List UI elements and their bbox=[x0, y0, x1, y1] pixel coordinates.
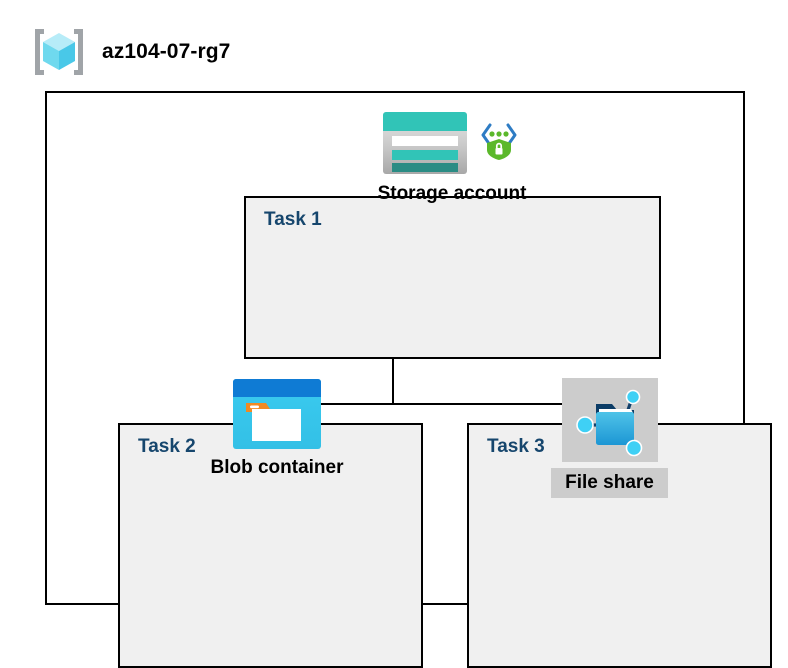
storage-account-icon-group bbox=[381, 110, 523, 176]
resource-group-container: Task 1 bbox=[45, 91, 772, 668]
task-3-label: Task 3 bbox=[487, 436, 545, 457]
task-1-label: Task 1 bbox=[264, 209, 322, 230]
connector-horizontal-bus bbox=[239, 403, 575, 405]
secure-endpoint-shield-icon bbox=[475, 115, 523, 163]
node-blob-container[interactable]: Blob container bbox=[157, 378, 397, 480]
node-storage-account[interactable]: Storage account bbox=[347, 110, 557, 206]
task-2-label: Task 2 bbox=[138, 436, 196, 457]
file-share-caption: File share bbox=[551, 468, 668, 498]
blob-container-caption: Blob container bbox=[210, 457, 344, 478]
storage-account-icon bbox=[383, 112, 467, 174]
resource-group-header: az104-07-rg7 bbox=[30, 26, 230, 78]
node-file-share[interactable]: File share bbox=[502, 378, 717, 498]
file-share-icon bbox=[575, 389, 642, 457]
task-2-box: Task 2 bbox=[118, 423, 423, 668]
connector-storage-trunk bbox=[392, 359, 394, 405]
resource-group-cube-icon bbox=[35, 29, 83, 75]
storage-account-caption: Storage account bbox=[377, 183, 527, 204]
task-3-box: Task 3 bbox=[467, 423, 772, 668]
blob-container-icon-group bbox=[232, 378, 322, 450]
file-share-icon-group bbox=[561, 378, 658, 462]
task-1-box: Task 1 bbox=[244, 196, 661, 359]
blob-container-icon bbox=[233, 379, 321, 449]
resource-group-title: az104-07-rg7 bbox=[102, 40, 231, 63]
